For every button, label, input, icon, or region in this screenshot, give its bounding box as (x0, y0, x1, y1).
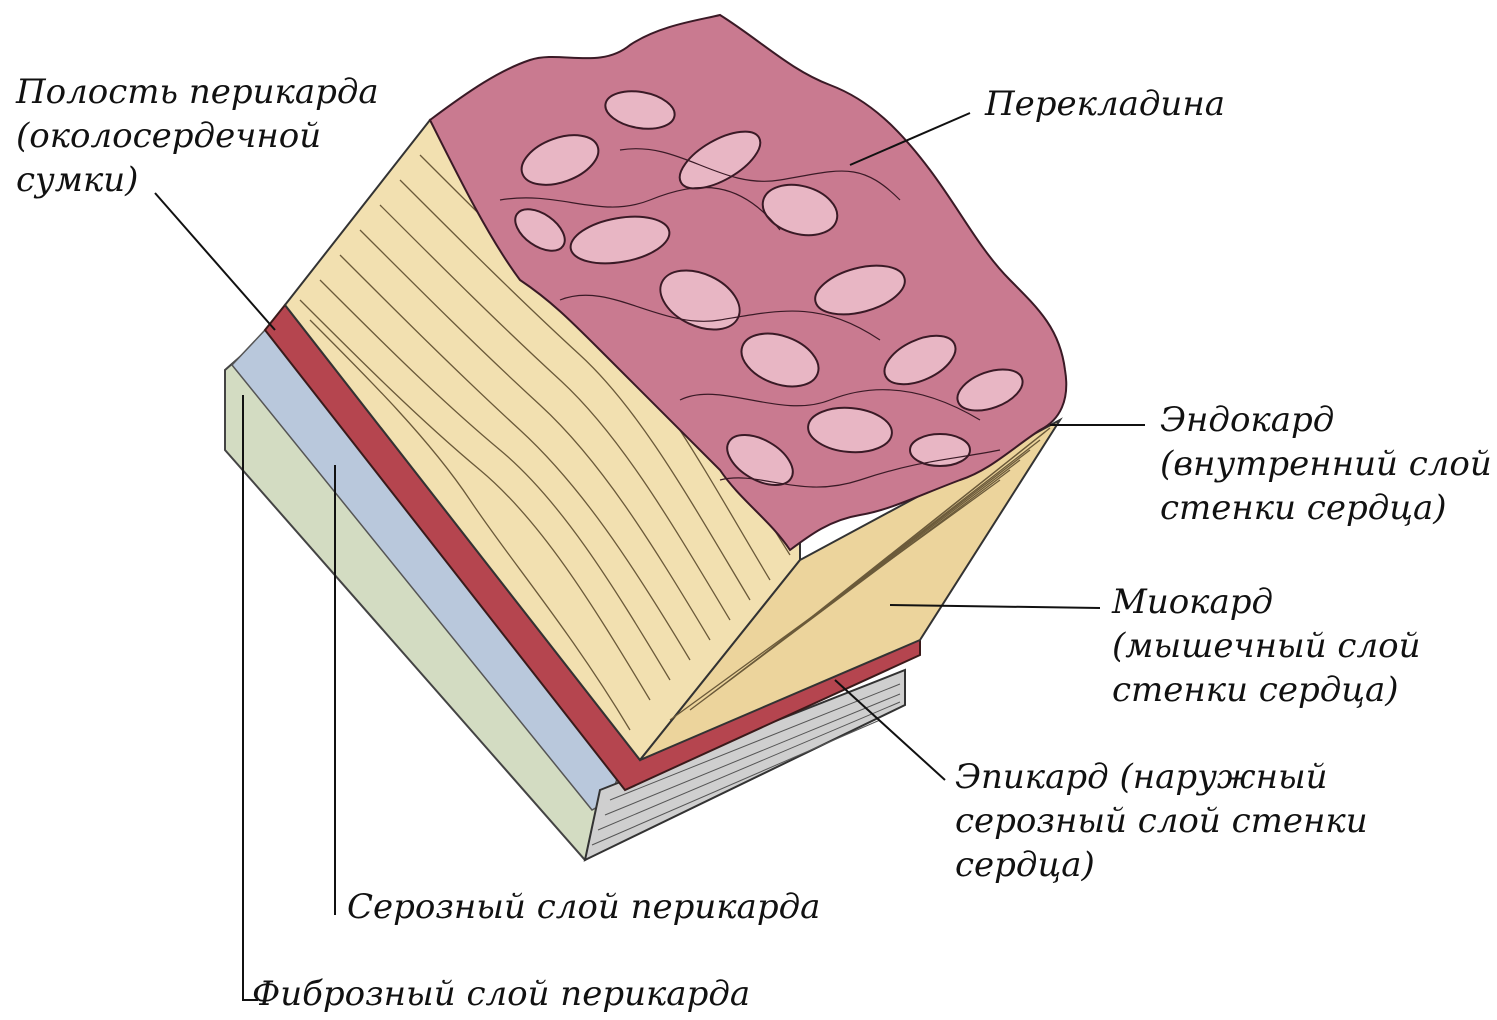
label-serous-layer: Серозный слой перикарда (347, 885, 820, 929)
label-fibrous-layer: Фиброзный слой перикарда (252, 972, 750, 1016)
label-myocardium: Миокард (мышечный слой стенки сердца) (1112, 580, 1420, 712)
label-endocardium: Эндокард (внутренний слой стенки сердца) (1160, 398, 1492, 530)
leader-pericardial-cavity (155, 193, 275, 330)
label-pericardial-cavity: Полость перикарда (околосердечной сумки) (16, 70, 379, 202)
label-epicardium: Эпикард (наружный серозный слой стенки с… (955, 755, 1368, 887)
label-trabecula: Перекладина (985, 82, 1225, 126)
